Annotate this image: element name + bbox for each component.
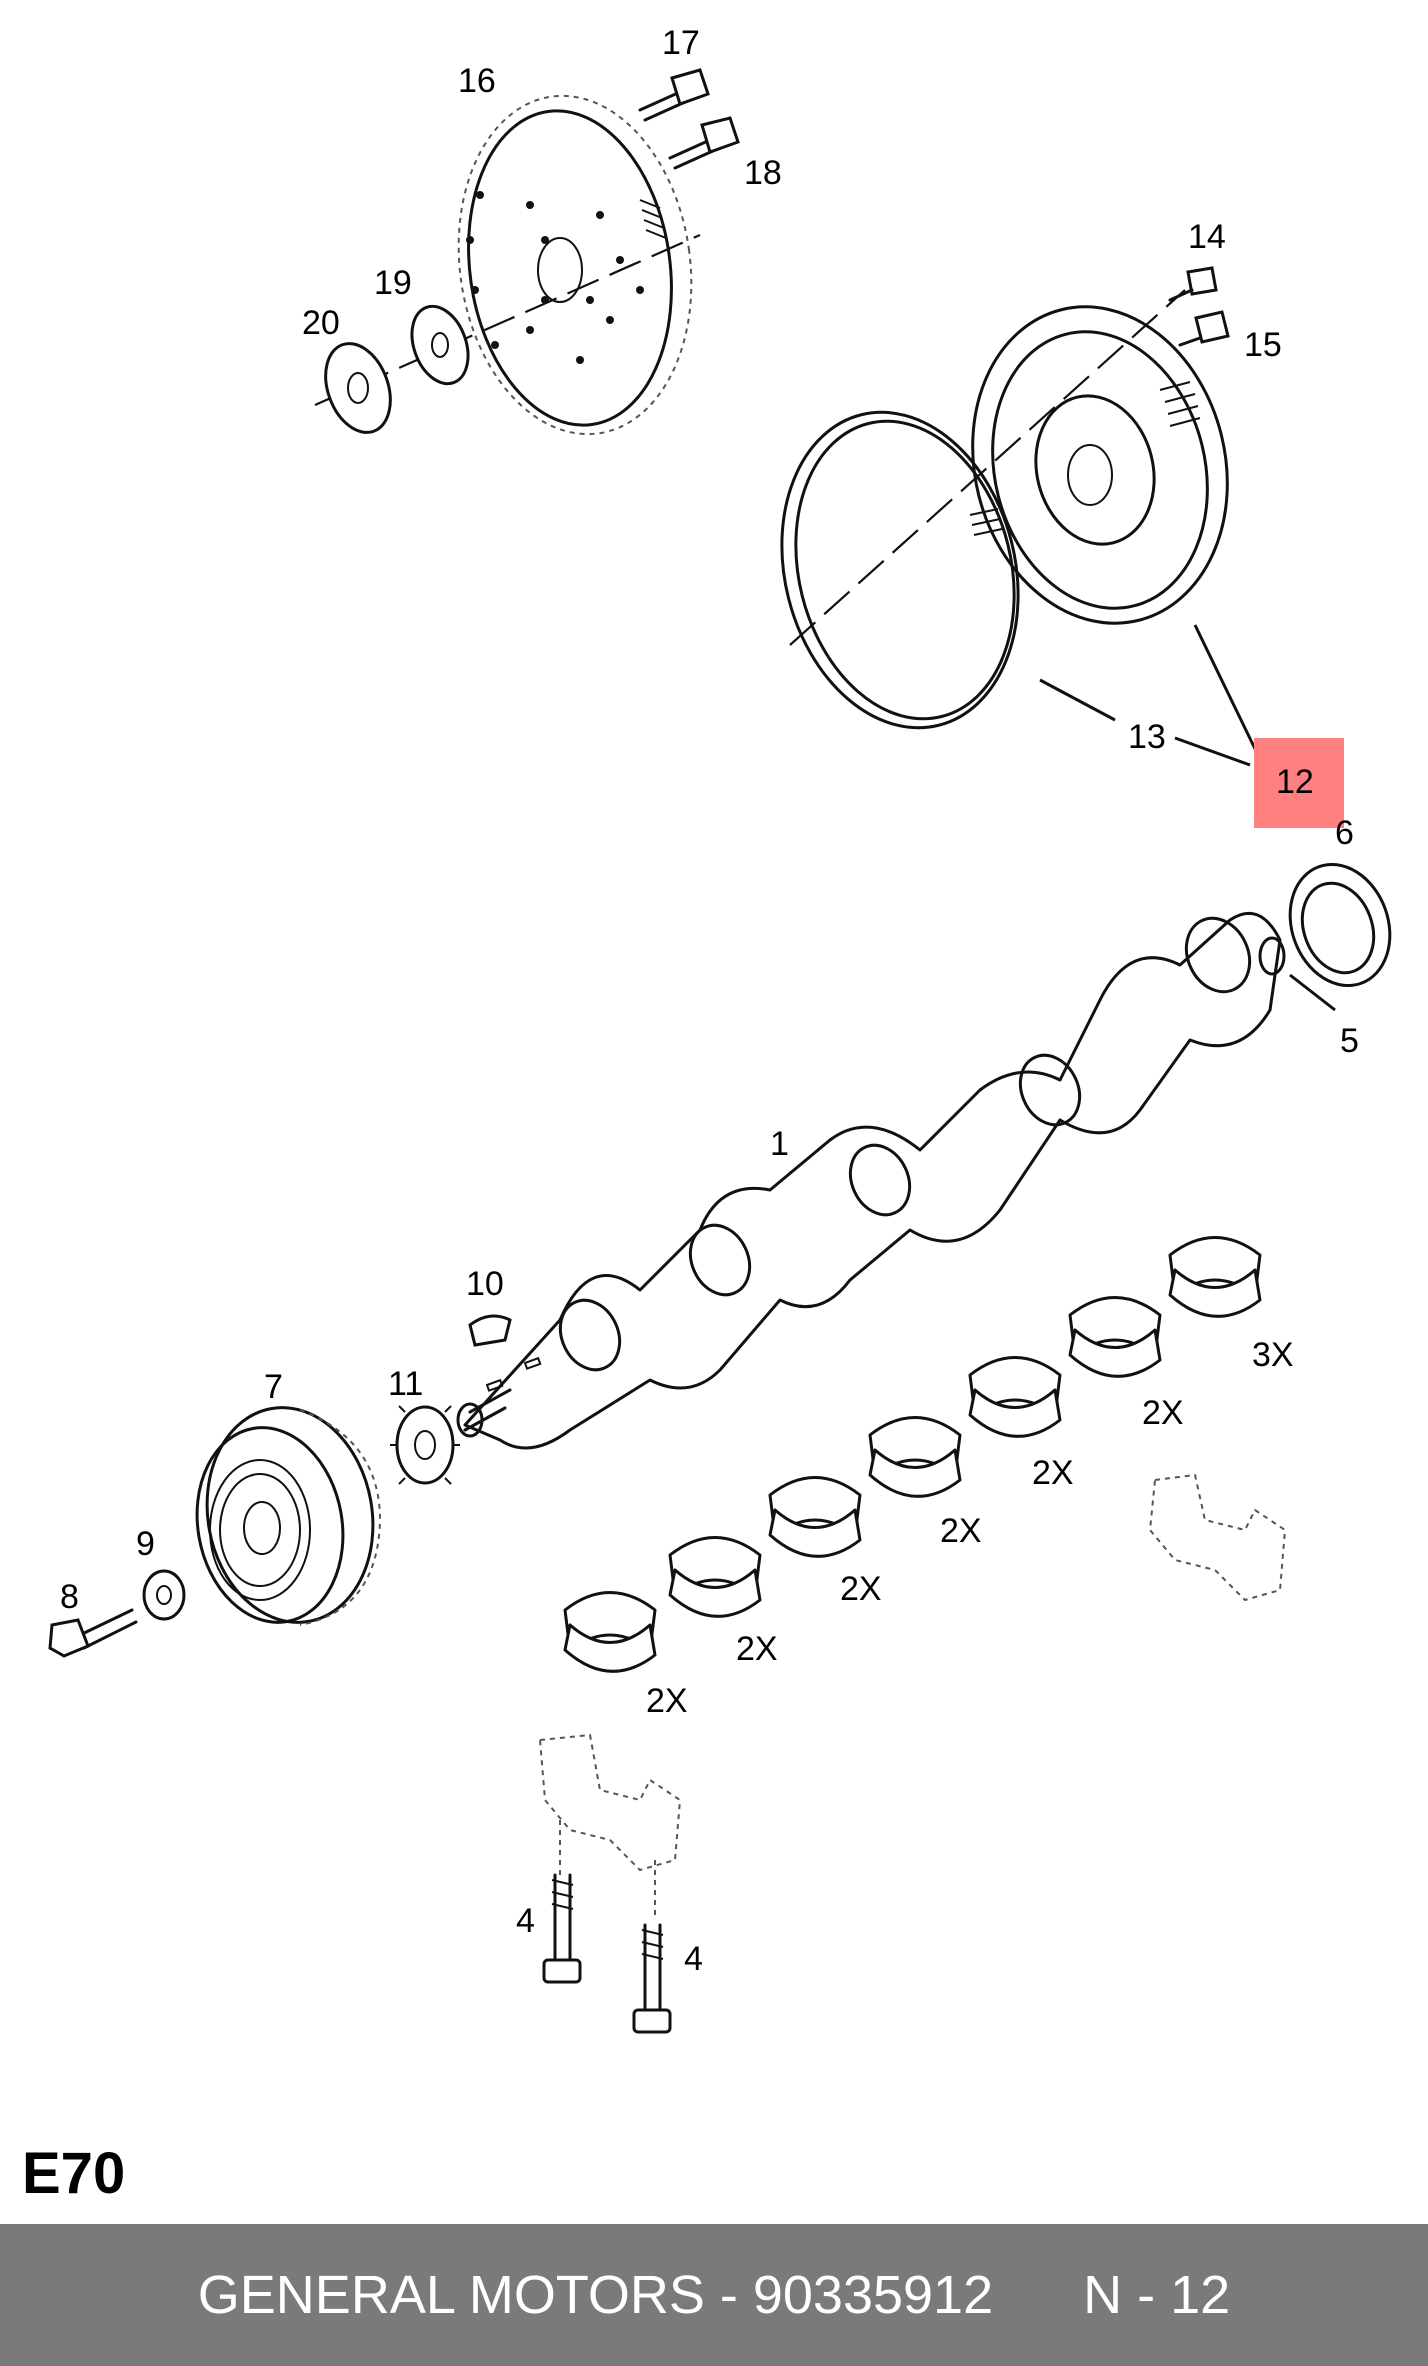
pulley-7: [195, 1406, 382, 1626]
bolt-14: [1168, 266, 1218, 302]
callout-14: 14: [1188, 218, 1226, 256]
callout-11: 11: [388, 1365, 423, 1403]
qty-label: 2X: [840, 1570, 882, 1608]
key-10: [468, 1314, 512, 1347]
callout-1: 1: [770, 1125, 789, 1163]
callout-5: 5: [1340, 1022, 1359, 1060]
ring-gear-13: [780, 410, 1020, 730]
bearing-cap-reference: [538, 1473, 1287, 1920]
callout-4a: 4: [516, 1902, 535, 1940]
footer-bar: GENERAL MOTORS - 90335912 N - 12: [0, 2224, 1428, 2366]
rear-seal-6: [1288, 862, 1392, 988]
qty-label: 2X: [736, 1630, 778, 1668]
callout-12: 12: [1276, 763, 1314, 801]
washer-20: [324, 342, 392, 434]
callout-7: 7: [264, 1368, 283, 1406]
bolt-4b: [632, 1923, 672, 2034]
callout-20: 20: [302, 304, 340, 342]
callout-9: 9: [136, 1525, 155, 1563]
callout-10: 10: [466, 1265, 504, 1303]
bolt-8: [48, 1608, 138, 1658]
highlight-box-12: [1254, 738, 1344, 828]
spacer-19: [410, 304, 470, 386]
callout-19: 19: [374, 264, 412, 302]
callout-15: 15: [1244, 326, 1282, 364]
bolt-17: [638, 68, 710, 122]
qty-label: 3X: [1252, 1336, 1294, 1374]
bushing-5: [1258, 936, 1286, 976]
callout-17: 17: [662, 24, 700, 62]
callout-16: 16: [458, 62, 496, 100]
qty-label: 2X: [1142, 1394, 1184, 1432]
bolt-15: [1178, 310, 1230, 347]
qty-label: 2X: [646, 1682, 688, 1720]
footer-part-info: GENERAL MOTORS - 90335912 N - 12: [197, 2265, 1231, 2325]
flywheel-12: [971, 305, 1229, 625]
callout-8: 8: [60, 1578, 79, 1616]
bearing-shells: [563, 1236, 1262, 1673]
washer-9: [142, 1569, 186, 1621]
sprocket-11: [390, 1405, 460, 1485]
qty-label: 2X: [940, 1512, 982, 1550]
qty-label: 2X: [1032, 1454, 1074, 1492]
diagram-code: E70: [22, 2141, 126, 2206]
callout-13: 13: [1128, 718, 1166, 756]
callout-18: 18: [744, 154, 782, 192]
callout-4b: 4: [684, 1940, 703, 1978]
crankshaft-1: [456, 911, 1282, 1450]
flexplate-16: [457, 94, 693, 436]
bolt-4a: [542, 1873, 582, 1984]
bolt-18: [668, 116, 740, 170]
callout-6: 6: [1335, 814, 1354, 852]
